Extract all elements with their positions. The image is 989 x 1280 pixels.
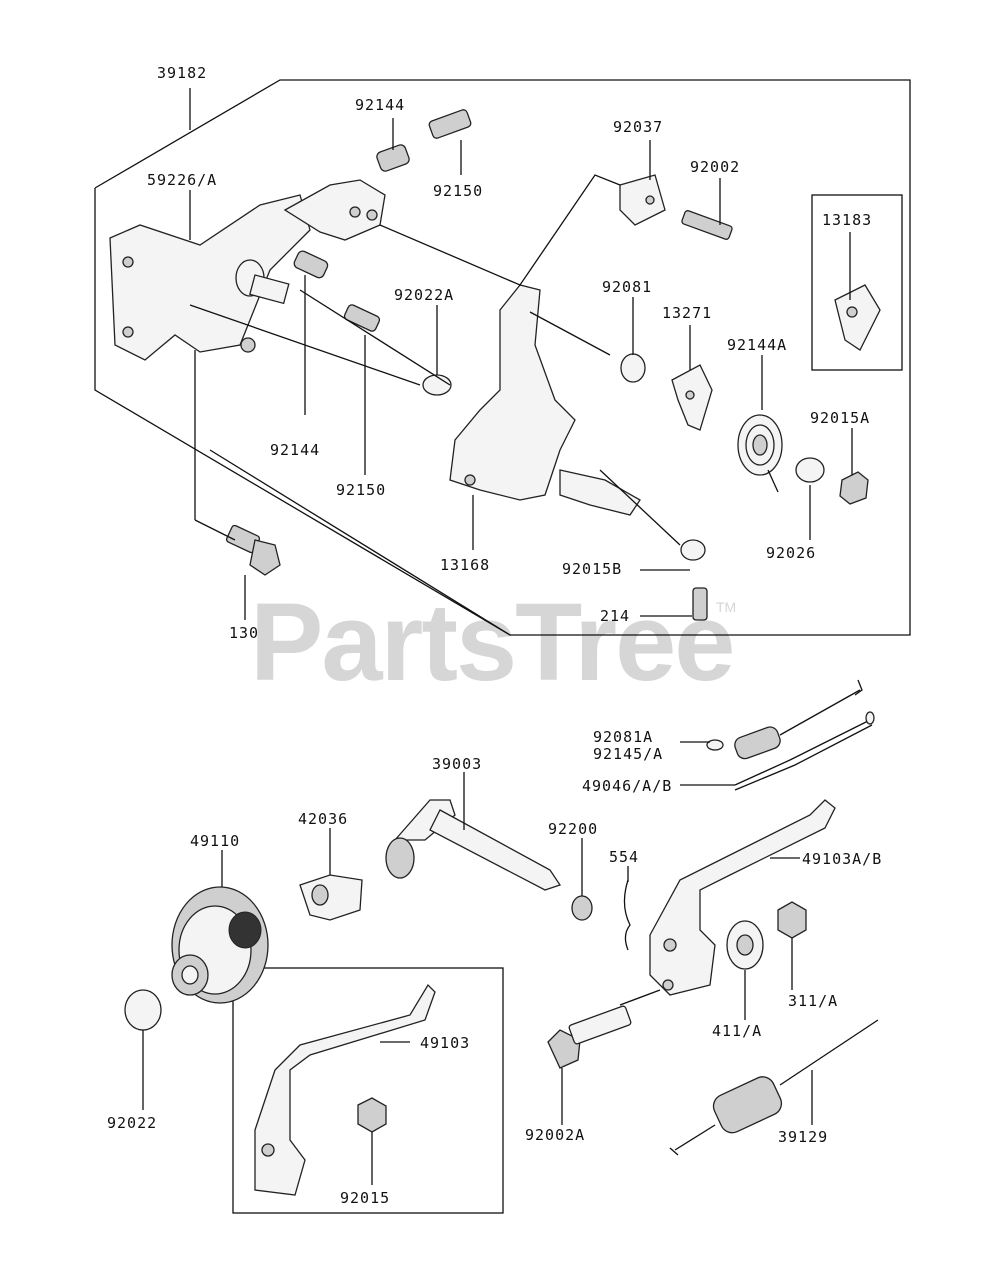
label-92037[interactable]: 92037	[613, 118, 663, 136]
rod-49046-shape	[734, 711, 875, 791]
label-311[interactable]: 311/A	[788, 992, 838, 1010]
label-92015b[interactable]: 92015B	[562, 560, 622, 578]
label-42036[interactable]: 42036	[298, 810, 348, 828]
part-labels: 39182 92144 92150 59226/A 92037 92002 13…	[107, 64, 882, 1207]
label-92150-top[interactable]: 92150	[433, 182, 483, 200]
watermark-text: PartsTree	[250, 581, 733, 704]
gear-49110-shape	[171, 886, 269, 1004]
nut-311-shape	[777, 901, 807, 939]
pin-554-shape	[623, 879, 631, 951]
label-92144a[interactable]: 92144A	[727, 336, 787, 354]
label-59226[interactable]: 59226/A	[147, 171, 217, 189]
bolt-92150-top-shape	[428, 109, 472, 139]
washer-92022a-shape	[422, 374, 452, 396]
label-214[interactable]: 214	[600, 607, 630, 625]
washer-411-hole	[736, 934, 754, 956]
clip-92037-shape	[619, 174, 666, 226]
label-13183[interactable]: 13183	[822, 211, 872, 229]
inset-box-49103	[232, 967, 504, 1214]
inset-box-13183	[811, 194, 903, 371]
label-13271[interactable]: 13271	[662, 304, 712, 322]
label-92002a[interactable]: 92002A	[525, 1126, 585, 1144]
label-49110[interactable]: 49110	[190, 832, 240, 850]
lever-49103ab-shape	[649, 799, 836, 996]
lever-49103-shape	[254, 983, 436, 1196]
part-42036-shape	[299, 874, 363, 921]
label-92145[interactable]: 92145/A	[593, 745, 663, 763]
plate-13183-shape	[834, 284, 881, 351]
label-92144-bottom[interactable]: 92144	[270, 441, 320, 459]
upper-link-bracket	[283, 179, 386, 241]
label-39182[interactable]: 39182	[157, 64, 207, 82]
label-92081[interactable]: 92081	[602, 278, 652, 296]
bolt-130-shape	[225, 524, 281, 576]
label-92150-bottom[interactable]: 92150	[336, 481, 386, 499]
spring-92144-bottom-shape	[293, 250, 329, 279]
nut-92015a-shape	[839, 471, 869, 505]
nut-92015-shape	[357, 1097, 387, 1133]
label-411[interactable]: 411/A	[712, 1022, 762, 1040]
label-92026[interactable]: 92026	[766, 544, 816, 562]
washer-92022-shape	[124, 989, 162, 1031]
pin-214-shape	[692, 587, 708, 621]
label-49103[interactable]: 49103	[420, 1034, 470, 1052]
shaft-39003-shape	[385, 799, 562, 891]
label-13168[interactable]: 13168	[440, 556, 490, 574]
label-92144-top[interactable]: 92144	[355, 96, 405, 114]
bolt-92002a-shape	[547, 1005, 632, 1069]
label-130[interactable]: 130	[229, 624, 259, 642]
collar-92015b-shape	[680, 539, 706, 561]
bracket-59226-shape	[109, 194, 311, 361]
label-92022[interactable]: 92022	[107, 1114, 157, 1132]
spring-92144a-shape	[737, 414, 783, 493]
spring-92144-top-shape	[376, 144, 410, 172]
leader-lines-upper	[189, 118, 853, 636]
label-92200[interactable]: 92200	[548, 820, 598, 838]
label-39003[interactable]: 39003	[432, 755, 482, 773]
washer-92200-shape	[571, 895, 593, 921]
label-92015[interactable]: 92015	[340, 1189, 390, 1207]
label-49103ab[interactable]: 49103A/B	[802, 850, 882, 868]
label-92015a[interactable]: 92015A	[810, 409, 870, 427]
bolt-92002-shape	[681, 210, 733, 240]
watermark-trademark: TM	[716, 599, 736, 615]
label-92081a[interactable]: 92081A	[593, 728, 653, 746]
spring-39129-shape	[669, 1019, 879, 1156]
label-92002[interactable]: 92002	[690, 158, 740, 176]
label-49046[interactable]: 49046/A/B	[582, 777, 672, 795]
spring-92145-shape	[706, 679, 863, 760]
lever-13168-shape	[449, 284, 641, 516]
label-39129[interactable]: 39129	[778, 1128, 828, 1146]
plate-13271-shape	[671, 364, 713, 431]
upper-assembly-outline	[94, 79, 911, 636]
bolt-92150-bottom-shape	[343, 304, 381, 332]
label-92022a[interactable]: 92022A	[394, 286, 454, 304]
collar-92026-shape	[795, 457, 825, 483]
leader-lines-lower	[142, 741, 813, 1185]
label-554[interactable]: 554	[609, 848, 639, 866]
washer-92081-shape	[620, 353, 646, 383]
